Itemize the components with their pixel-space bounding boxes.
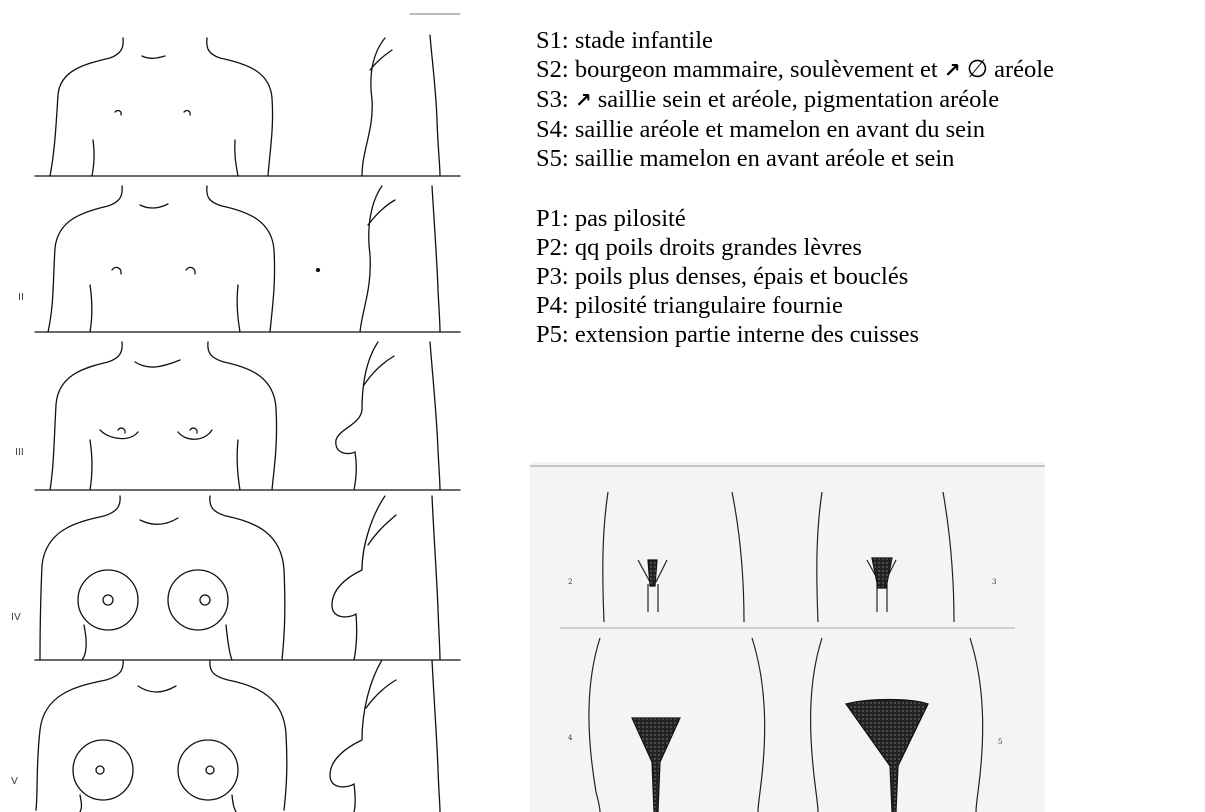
pubic-stage-legend: P1: pas pilosité P2: qq poils droits gra… [536,204,1204,349]
stage-label-iv: IV [11,612,21,623]
panel-number-3: 3 [992,578,996,586]
legend-text: qq poils droits grandes lèvres [569,234,862,261]
legend-text: saillie sein et aréole, pigmentation aré… [592,86,1000,113]
stage-label-v: V [11,776,18,787]
legend-code: S3: [536,86,569,113]
legend-code: P5: [536,321,569,348]
legend-text: pilosité triangulaire fournie [569,292,843,319]
legend-code: P4: [536,292,569,319]
legend-text: bourgeon mammaire, soulèvement et [569,56,944,83]
breast-stage-5-drawing [36,660,440,812]
legend-item-s5: S5: saillie mamelon en avant aréole et s… [536,144,1204,173]
increase-arrow-icon: ↗ [944,56,961,85]
legend-code: P2: [536,234,569,261]
breast-stage-3-drawing [35,342,460,490]
legend-text: saillie aréole et mamelon en avant du se… [569,116,985,143]
legend-text: pas pilosité [569,205,686,232]
legend-item-p1: P1: pas pilosité [536,204,1204,233]
legend-text: extension partie interne des cuisses [569,321,919,348]
legend-text: saillie mamelon en avant aréole et sein [569,145,955,172]
panel-number-4: 4 [568,734,573,742]
legend-item-p5: P5: extension partie interne des cuisses [536,320,1204,349]
legend-code: P1: [536,205,569,232]
legend-text: ∅ aréole [961,56,1054,83]
breast-stage-1-drawing [35,14,460,176]
legend-item-p3: P3: poils plus denses, épais et bouclés [536,262,1204,291]
pubic-stages-illustration: 2 3 4 5 [530,462,1045,812]
breast-stage-2-drawing [35,186,460,332]
staging-legend: S1: stade infantile S2: bourgeon mammair… [536,26,1204,349]
legend-item-p2: P2: qq poils droits grandes lèvres [536,233,1204,262]
panel-number-2: 2 [568,578,572,586]
legend-code: S4: [536,116,569,143]
legend-item-s3: S3: ↗ saillie sein et aréole, pigmentati… [536,85,1204,115]
increase-arrow-icon: ↗ [575,86,592,115]
legend-item-s4: S4: saillie aréole et mamelon en avant d… [536,115,1204,144]
legend-code: S5: [536,145,569,172]
stage-label-iii: III [15,447,24,458]
breast-stages-illustration: II III IV V [0,0,500,812]
legend-code: S1: [536,27,569,54]
breast-stage-4-drawing [35,496,460,660]
stage-label-ii: II [18,292,24,303]
legend-code: S2: [536,56,569,83]
panel-number-5: 5 [998,738,1002,746]
legend-text: stade infantile [569,27,713,54]
legend-item-p4: P4: pilosité triangulaire fournie [536,291,1204,320]
legend-item-s2: S2: bourgeon mammaire, soulèvement et ↗ … [536,55,1204,85]
legend-text: poils plus denses, épais et bouclés [569,263,909,290]
breast-stage-legend: S1: stade infantile S2: bourgeon mammair… [536,26,1204,173]
legend-item-s1: S1: stade infantile [536,26,1204,55]
legend-code: P3: [536,263,569,290]
